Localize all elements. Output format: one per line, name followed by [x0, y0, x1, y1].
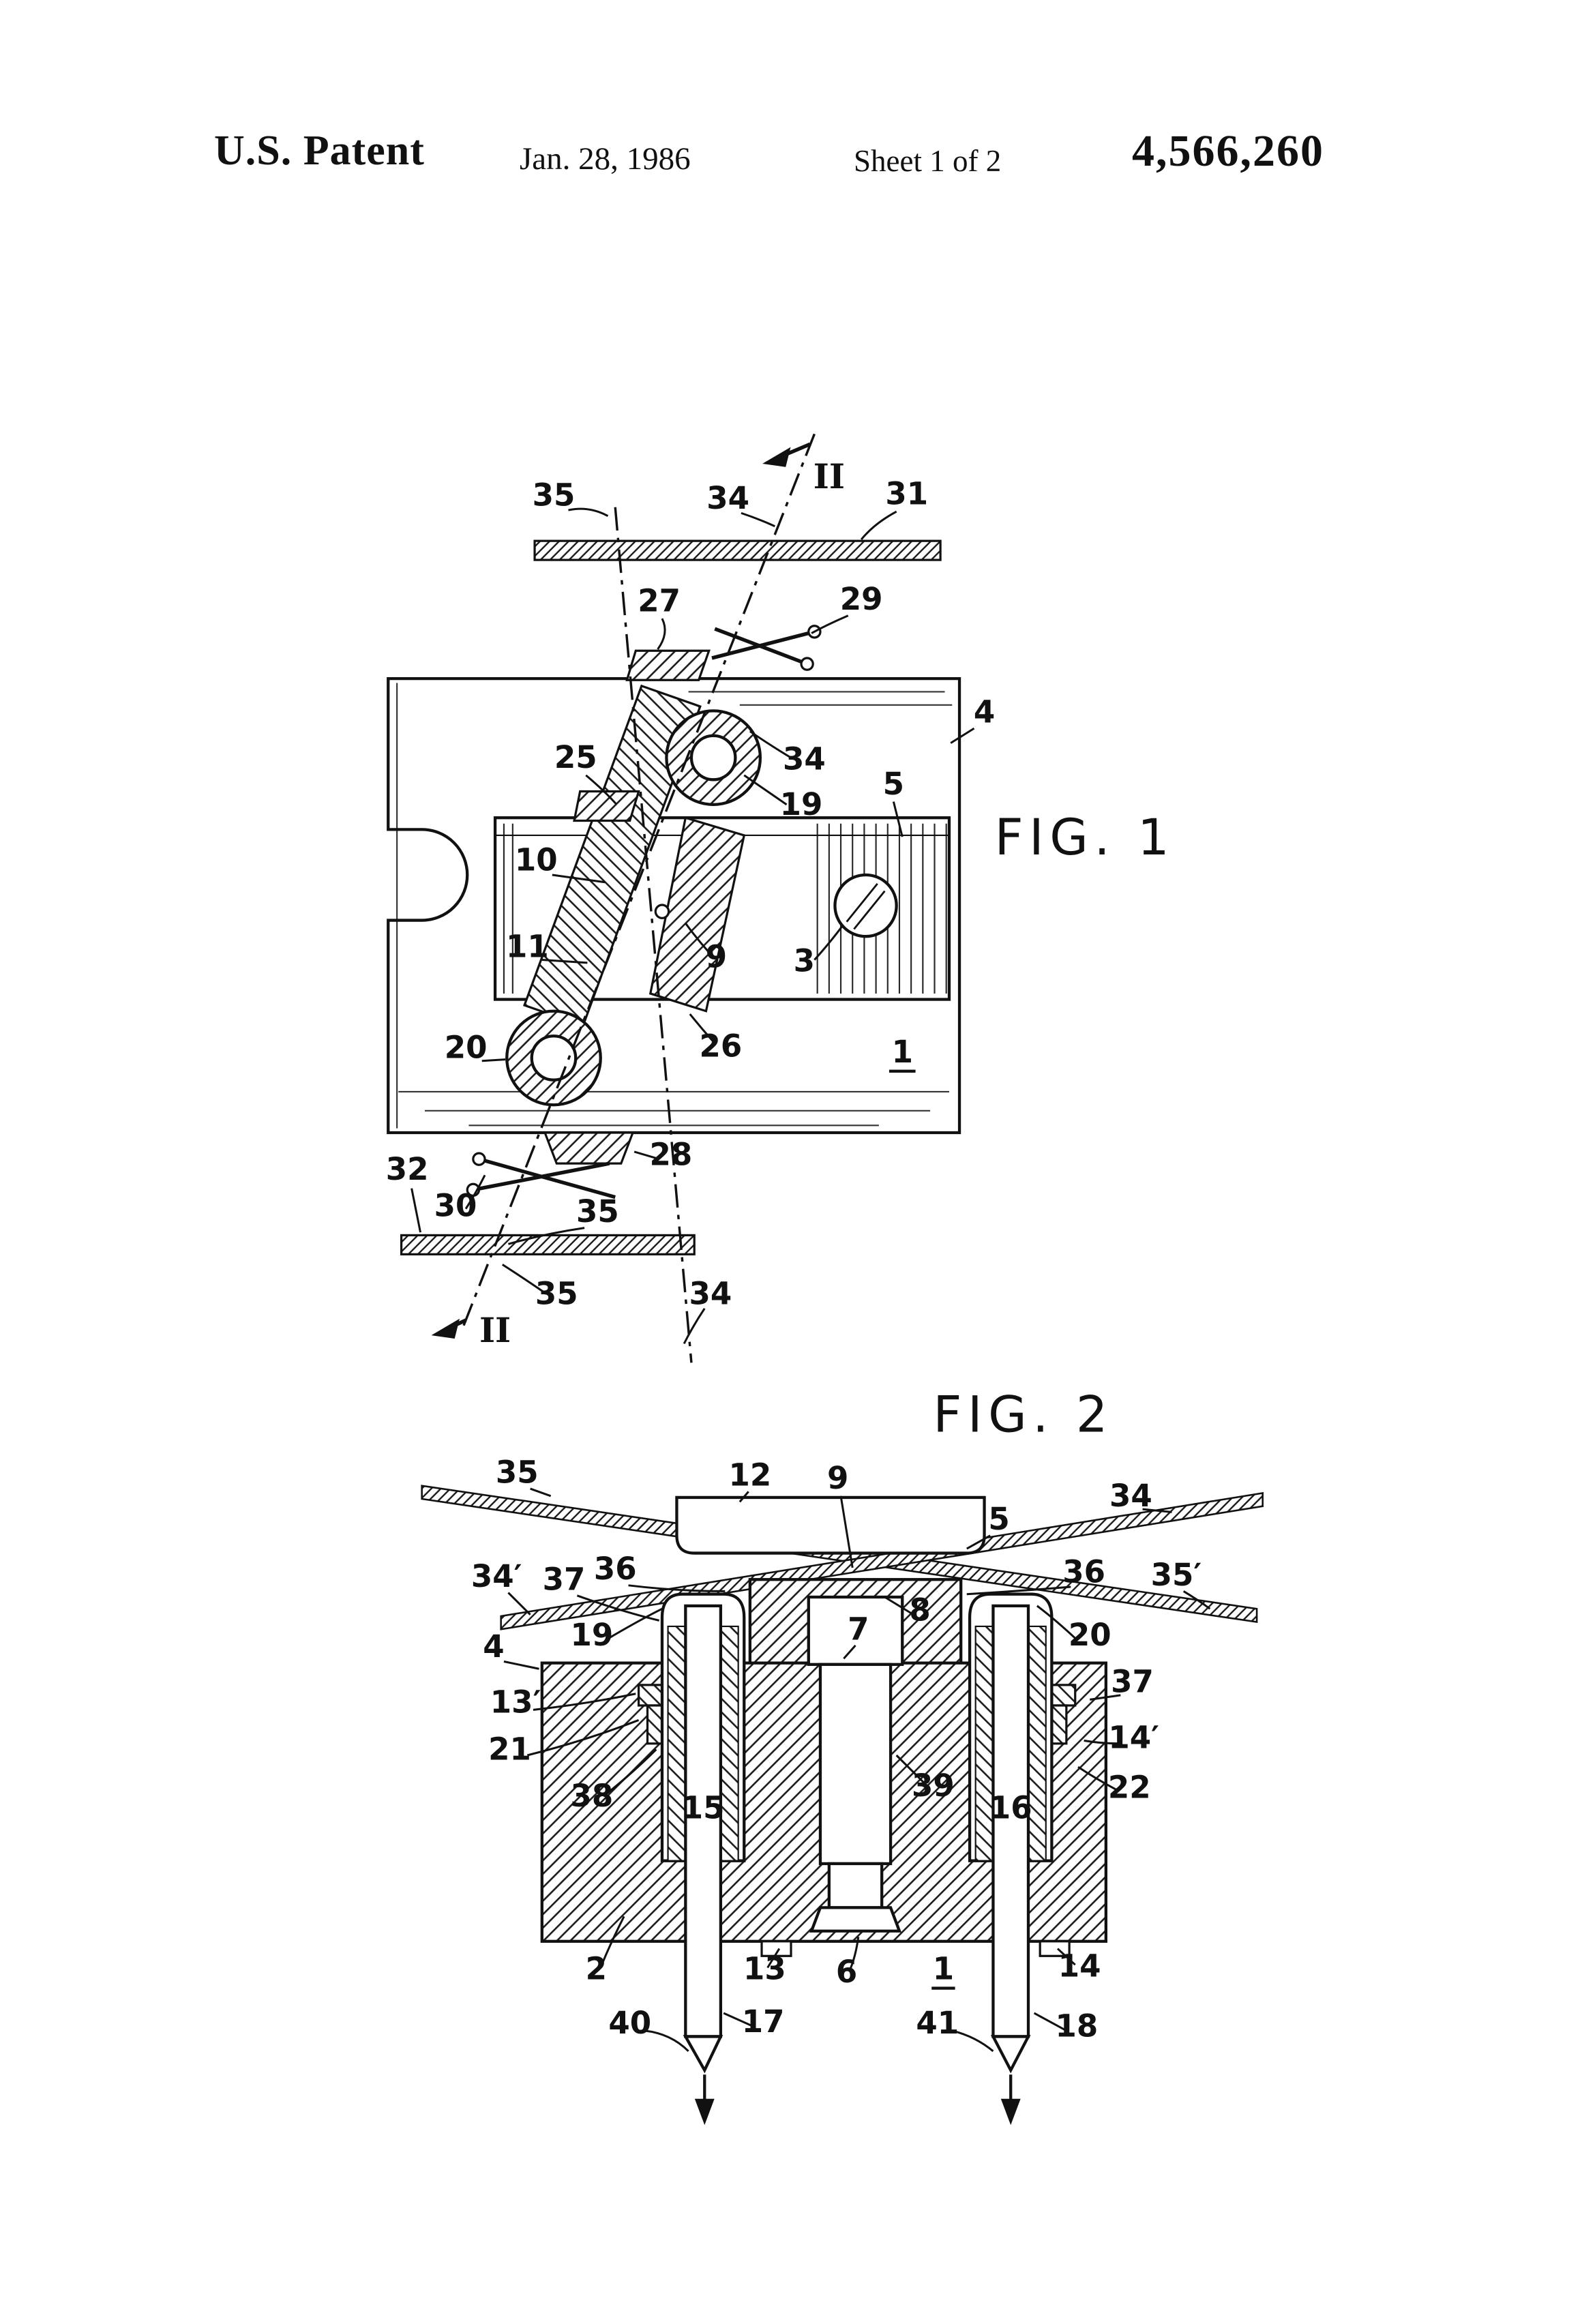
fig1-ref-31: 31 [885, 475, 928, 511]
fig2-punch-column [807, 1595, 904, 1933]
fig2-ref-4: 4 [483, 1628, 504, 1665]
fig2-ref-1: 1 [933, 1951, 954, 1987]
fig2-ref-21: 21 [488, 1731, 531, 1767]
fig2-ref-36-left: 36 [594, 1551, 637, 1587]
figure-1: 35 34 II 31 27 29 4 25 34 19 5 10 11 9 3… [386, 433, 1176, 1363]
fig1-ref-34-mid: 34 [783, 741, 826, 777]
fig2-ref-17: 17 [742, 2003, 785, 2040]
fig2-leader-lines [503, 1487, 1211, 2053]
fig2-ref-8: 8 [909, 1592, 930, 1628]
fig2-shapes [421, 1485, 1264, 2126]
fig2-ref-35: 35 [496, 1454, 539, 1490]
fig1-ref-19: 19 [780, 786, 823, 822]
fig2-ref-22: 22 [1108, 1769, 1151, 1805]
fig2-ref-36-right: 36 [1062, 1554, 1105, 1590]
fig2-pin-15 [683, 1604, 723, 2074]
fig1-ref-1: 1 [892, 1034, 913, 1070]
fig2-ref-35-prime: 35′ [1151, 1557, 1202, 1593]
fig1-ref-25: 25 [554, 739, 597, 775]
figure-2: FIG. 2 35 12 9 5 34 34′ 37 36 8 36 35′ 4… [421, 1386, 1264, 2126]
fig1-pin-30 [466, 1152, 616, 1200]
fig2-arrows [694, 2074, 1021, 2126]
fig2-ref-2: 2 [586, 1951, 607, 1987]
fig1-strip-31 [533, 539, 942, 561]
fig2-ref-13-prime: 13′ [490, 1684, 541, 1720]
fig1-ref-35-top: 35 [533, 477, 576, 513]
fig2-ref-37-right: 37 [1111, 1664, 1154, 1700]
fig2-caption: FIG. 2 [933, 1386, 1114, 1444]
fig1-ref-28: 28 [649, 1136, 692, 1172]
fig1-ref-35-bot: 35 [535, 1275, 578, 1311]
fig1-section-marker-top: II [814, 457, 845, 496]
fig1-ref-4: 4 [974, 694, 995, 730]
patent-number: 4,566,260 [1132, 126, 1324, 176]
fig1-step-25 [573, 790, 640, 822]
fig2-ref-5: 5 [988, 1501, 1009, 1537]
fig1-caption: FIG. 1 [995, 809, 1176, 867]
fig1-ref-32: 32 [386, 1151, 429, 1187]
fig2-pin-16 [990, 1604, 1031, 2074]
fig1-step-28 [543, 1131, 635, 1165]
fig1-pin-29 [711, 625, 822, 671]
fig1-ref-9: 9 [706, 938, 727, 974]
fig2-ref-9: 9 [827, 1460, 848, 1496]
patent-date: Jan. 28, 1986 [520, 141, 691, 177]
fig2-ref-6: 6 [836, 1954, 857, 1990]
fig1-ref-5: 5 [883, 766, 904, 802]
fig2-ref-39: 39 [912, 1768, 955, 1804]
fig1-shapes [387, 539, 961, 1255]
fig2-ref-7: 7 [848, 1611, 869, 1647]
patent-title: U.S. Patent [214, 128, 425, 174]
fig1-ref-10: 10 [515, 842, 558, 878]
fig2-ref-19: 19 [570, 1617, 613, 1653]
fig2-ref-14-prime: 14′ [1108, 1719, 1159, 1755]
fig1-step-27 [625, 649, 711, 681]
fig2-ref-41: 41 [916, 2005, 959, 2041]
fig1-section-lines [431, 433, 816, 1363]
fig2-ref-34-prime: 34′ [471, 1558, 522, 1594]
fig1-labels: 35 34 II 31 27 29 4 25 34 19 5 10 11 9 3… [386, 457, 1176, 1350]
fig2-ref-38: 38 [570, 1778, 613, 1814]
fig1-ref-11: 11 [506, 928, 549, 964]
fig2-ref-14: 14 [1058, 1948, 1101, 1984]
fig2-ref-16: 16 [989, 1789, 1032, 1826]
fig2-ref-37-left: 37 [543, 1561, 586, 1597]
fig1-ref-27: 27 [638, 582, 681, 619]
fig1-ref-3: 3 [794, 943, 815, 979]
fig2-ref-20: 20 [1069, 1617, 1111, 1653]
fig1-ref-20: 20 [445, 1029, 488, 1065]
fig1-ref-30: 30 [434, 1187, 477, 1223]
fig1-bore-3 [833, 873, 898, 938]
fig2-ref-18: 18 [1055, 2008, 1098, 2044]
fig2-block-12 [675, 1495, 986, 1555]
fig1-wedge [648, 816, 746, 1013]
sheet-indicator: Sheet 1 of 2 [854, 144, 1002, 178]
fig2-ref-15: 15 [682, 1789, 725, 1826]
fig2-labels: FIG. 2 35 12 9 5 34 34′ 37 36 8 36 35′ 4… [471, 1386, 1202, 2044]
fig1-ref-29: 29 [840, 581, 883, 617]
fig1-ref-26: 26 [699, 1028, 742, 1064]
fig2-ref-40: 40 [608, 2005, 651, 2041]
fig1-ref-34-bot: 34 [689, 1275, 732, 1311]
fig2-tab-13 [760, 1940, 792, 1957]
fig1-ref-35-mid: 35 [576, 1193, 619, 1230]
fig1-ref-34-top: 34 [706, 480, 749, 516]
fig2-ref-13: 13 [743, 1951, 786, 1987]
fig1-strip-32 [400, 1234, 696, 1255]
fig1-section-marker-bottom: II [479, 1311, 511, 1350]
fig1-pivot [654, 904, 670, 919]
fig2-ref-12: 12 [728, 1457, 771, 1493]
fig1-leader-lines [411, 507, 975, 1345]
fig2-ref-34: 34 [1109, 1478, 1152, 1514]
